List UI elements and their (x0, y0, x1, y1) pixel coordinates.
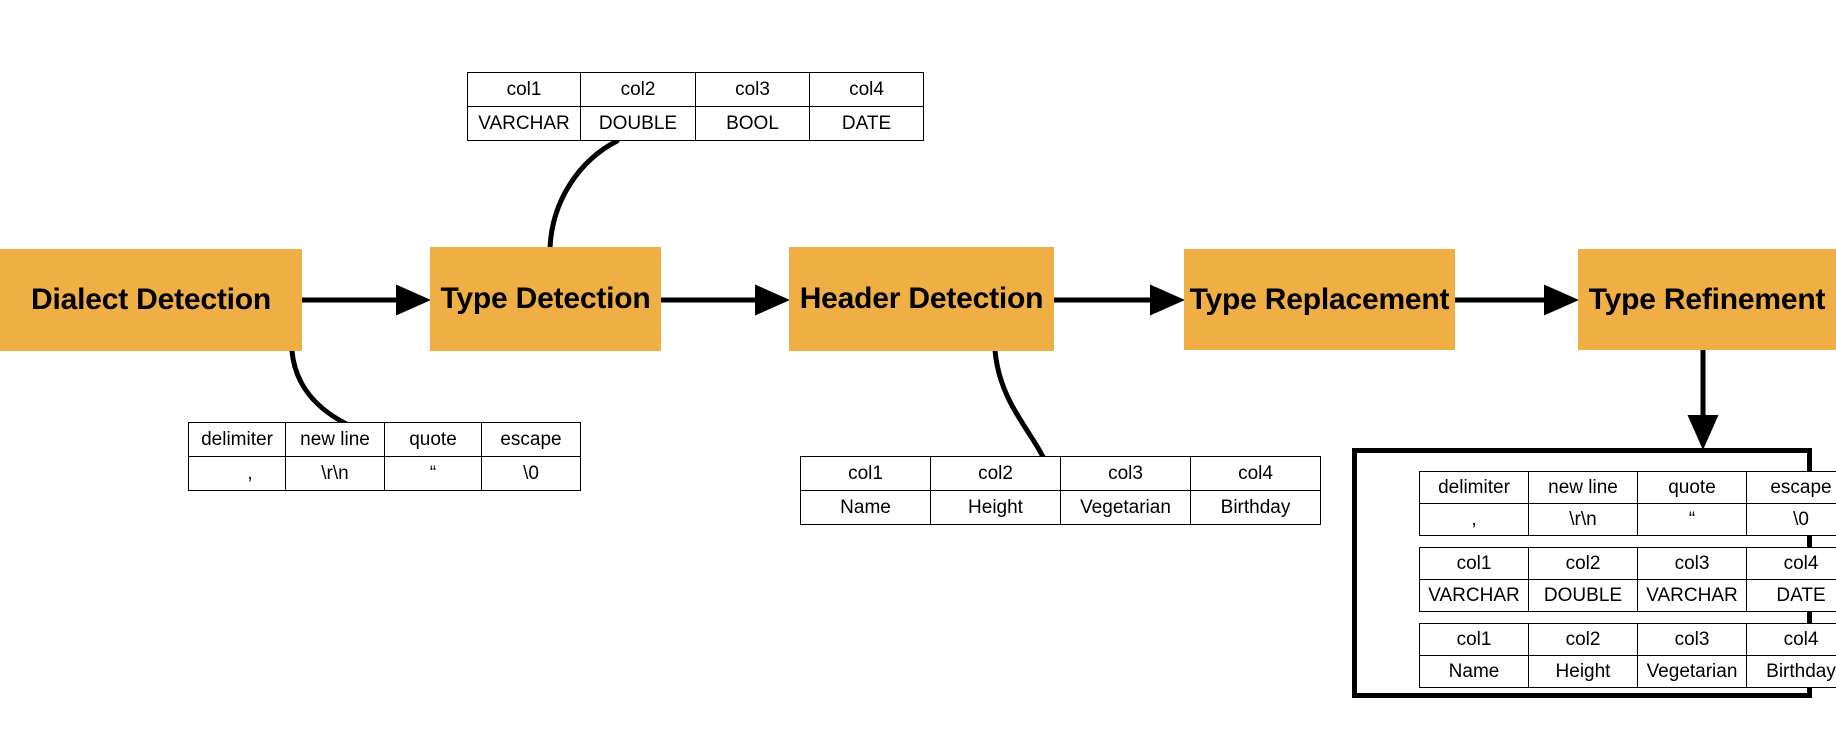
result-types-table: col1 col2 col3 col4 VARCHAR DOUBLE VARCH… (1419, 547, 1836, 612)
cell-header-col2: col2 (1528, 623, 1638, 656)
cell-header-new-line: new line (285, 422, 385, 457)
stage-type-replacement[interactable]: Type Replacement (1184, 249, 1455, 350)
cell-value-quote: “ (1637, 503, 1747, 536)
cell-value-col2: DOUBLE (1528, 579, 1638, 612)
table-row: , \r\n “ \0 (188, 456, 581, 491)
table-row: col1 col2 col3 col4 (1419, 623, 1836, 656)
cell-header-col2: col2 (930, 456, 1061, 491)
header-detection-table: col1 col2 col3 col4 Name Height Vegetari… (800, 456, 1321, 525)
cell-value-col4: DATE (809, 106, 924, 141)
cell-value-col3: BOOL (695, 106, 810, 141)
stage-label-header-detection: Header Detection (799, 282, 1044, 315)
cell-value-new-line: \r\n (285, 456, 385, 491)
cell-value-col2: DOUBLE (580, 106, 696, 141)
table-row: VARCHAR DOUBLE VARCHAR DATE (1419, 579, 1836, 612)
cell-value-col3: Vegetarian (1637, 655, 1747, 688)
table-row: Name Height Vegetarian Birthday (800, 490, 1321, 525)
stage-header-detection[interactable]: Header Detection (789, 247, 1054, 351)
cell-header-quote: quote (384, 422, 482, 457)
cell-value-col1: VARCHAR (1419, 579, 1529, 612)
cell-header-escape: escape (1746, 471, 1836, 504)
cell-header-escape: escape (481, 422, 581, 457)
table-row: Name Height Vegetarian Birthday (1419, 655, 1836, 688)
type-detection-table: col1 col2 col3 col4 VARCHAR DOUBLE BOOL … (467, 72, 924, 141)
cell-header-delimiter: delimiter (1419, 471, 1529, 504)
cell-value-col3: Vegetarian (1060, 490, 1191, 525)
curve-header-to-table (992, 347, 1046, 460)
cell-value-delimiter: , (188, 456, 286, 491)
cell-header-new-line: new line (1528, 471, 1638, 504)
cell-value-col4: Birthday (1746, 655, 1836, 688)
table-row: col1 col2 col3 col4 (1419, 547, 1836, 580)
cell-value-col3: VARCHAR (1637, 579, 1747, 612)
cell-header-col2: col2 (580, 72, 696, 107)
cell-value-delimiter: , (1419, 503, 1529, 536)
cell-header-col2: col2 (1528, 547, 1638, 580)
cell-value-col2: Height (1528, 655, 1638, 688)
cell-header-col1: col1 (1419, 547, 1529, 580)
table-row: , \r\n “ \0 (1419, 503, 1836, 536)
cell-header-col4: col4 (809, 72, 924, 107)
cell-value-col4: DATE (1746, 579, 1836, 612)
cell-value-escape: \0 (1746, 503, 1836, 536)
result-dialect-table: delimiter new line quote escape , \r\n “… (1419, 471, 1836, 536)
cell-value-col2: Height (930, 490, 1061, 525)
cell-header-delimiter: delimiter (188, 422, 286, 457)
cell-header-col3: col3 (695, 72, 810, 107)
cell-header-col1: col1 (800, 456, 931, 491)
stage-type-detection[interactable]: Type Detection (430, 247, 661, 351)
cell-header-quote: quote (1637, 471, 1747, 504)
cell-value-quote: “ (384, 456, 482, 491)
stage-dialect-detection[interactable]: Dialect Detection (0, 249, 302, 351)
table-row: VARCHAR DOUBLE BOOL DATE (467, 106, 924, 141)
cell-header-col4: col4 (1746, 623, 1836, 656)
cell-value-col4: Birthday (1190, 490, 1321, 525)
result-box: delimiter new line quote escape , \r\n “… (1352, 448, 1836, 698)
table-row: col1 col2 col3 col4 (800, 456, 1321, 491)
cell-value-col1: Name (1419, 655, 1529, 688)
stage-type-refinement[interactable]: Type Refinement (1578, 249, 1836, 350)
cell-value-col1: Name (800, 490, 931, 525)
cell-header-col3: col3 (1060, 456, 1191, 491)
stage-label-dialect-detection: Dialect Detection (31, 283, 271, 316)
dialect-table: delimiter new line quote escape , \r\n “… (188, 422, 581, 491)
table-row: delimiter new line quote escape (188, 422, 581, 457)
cell-header-col3: col3 (1637, 547, 1747, 580)
curve-type-detection-to-table (547, 138, 620, 251)
cell-header-col4: col4 (1190, 456, 1321, 491)
cell-value-new-line: \r\n (1528, 503, 1638, 536)
cell-value-escape: \0 (481, 456, 581, 491)
table-row: delimiter new line quote escape (1419, 471, 1836, 504)
result-headers-table: col1 col2 col3 col4 Name Height Vegetari… (1419, 623, 1836, 688)
stage-label-type-replacement: Type Replacement (1189, 282, 1450, 316)
stage-label-type-refinement: Type Refinement (1588, 282, 1826, 316)
stage-label-type-detection: Type Detection (440, 282, 651, 315)
cell-header-col4: col4 (1746, 547, 1836, 580)
table-row: col1 col2 col3 col4 (467, 72, 924, 107)
cell-value-col1: VARCHAR (467, 106, 581, 141)
cell-header-col1: col1 (467, 72, 581, 107)
cell-header-col1: col1 (1419, 623, 1529, 656)
cell-header-col3: col3 (1637, 623, 1747, 656)
